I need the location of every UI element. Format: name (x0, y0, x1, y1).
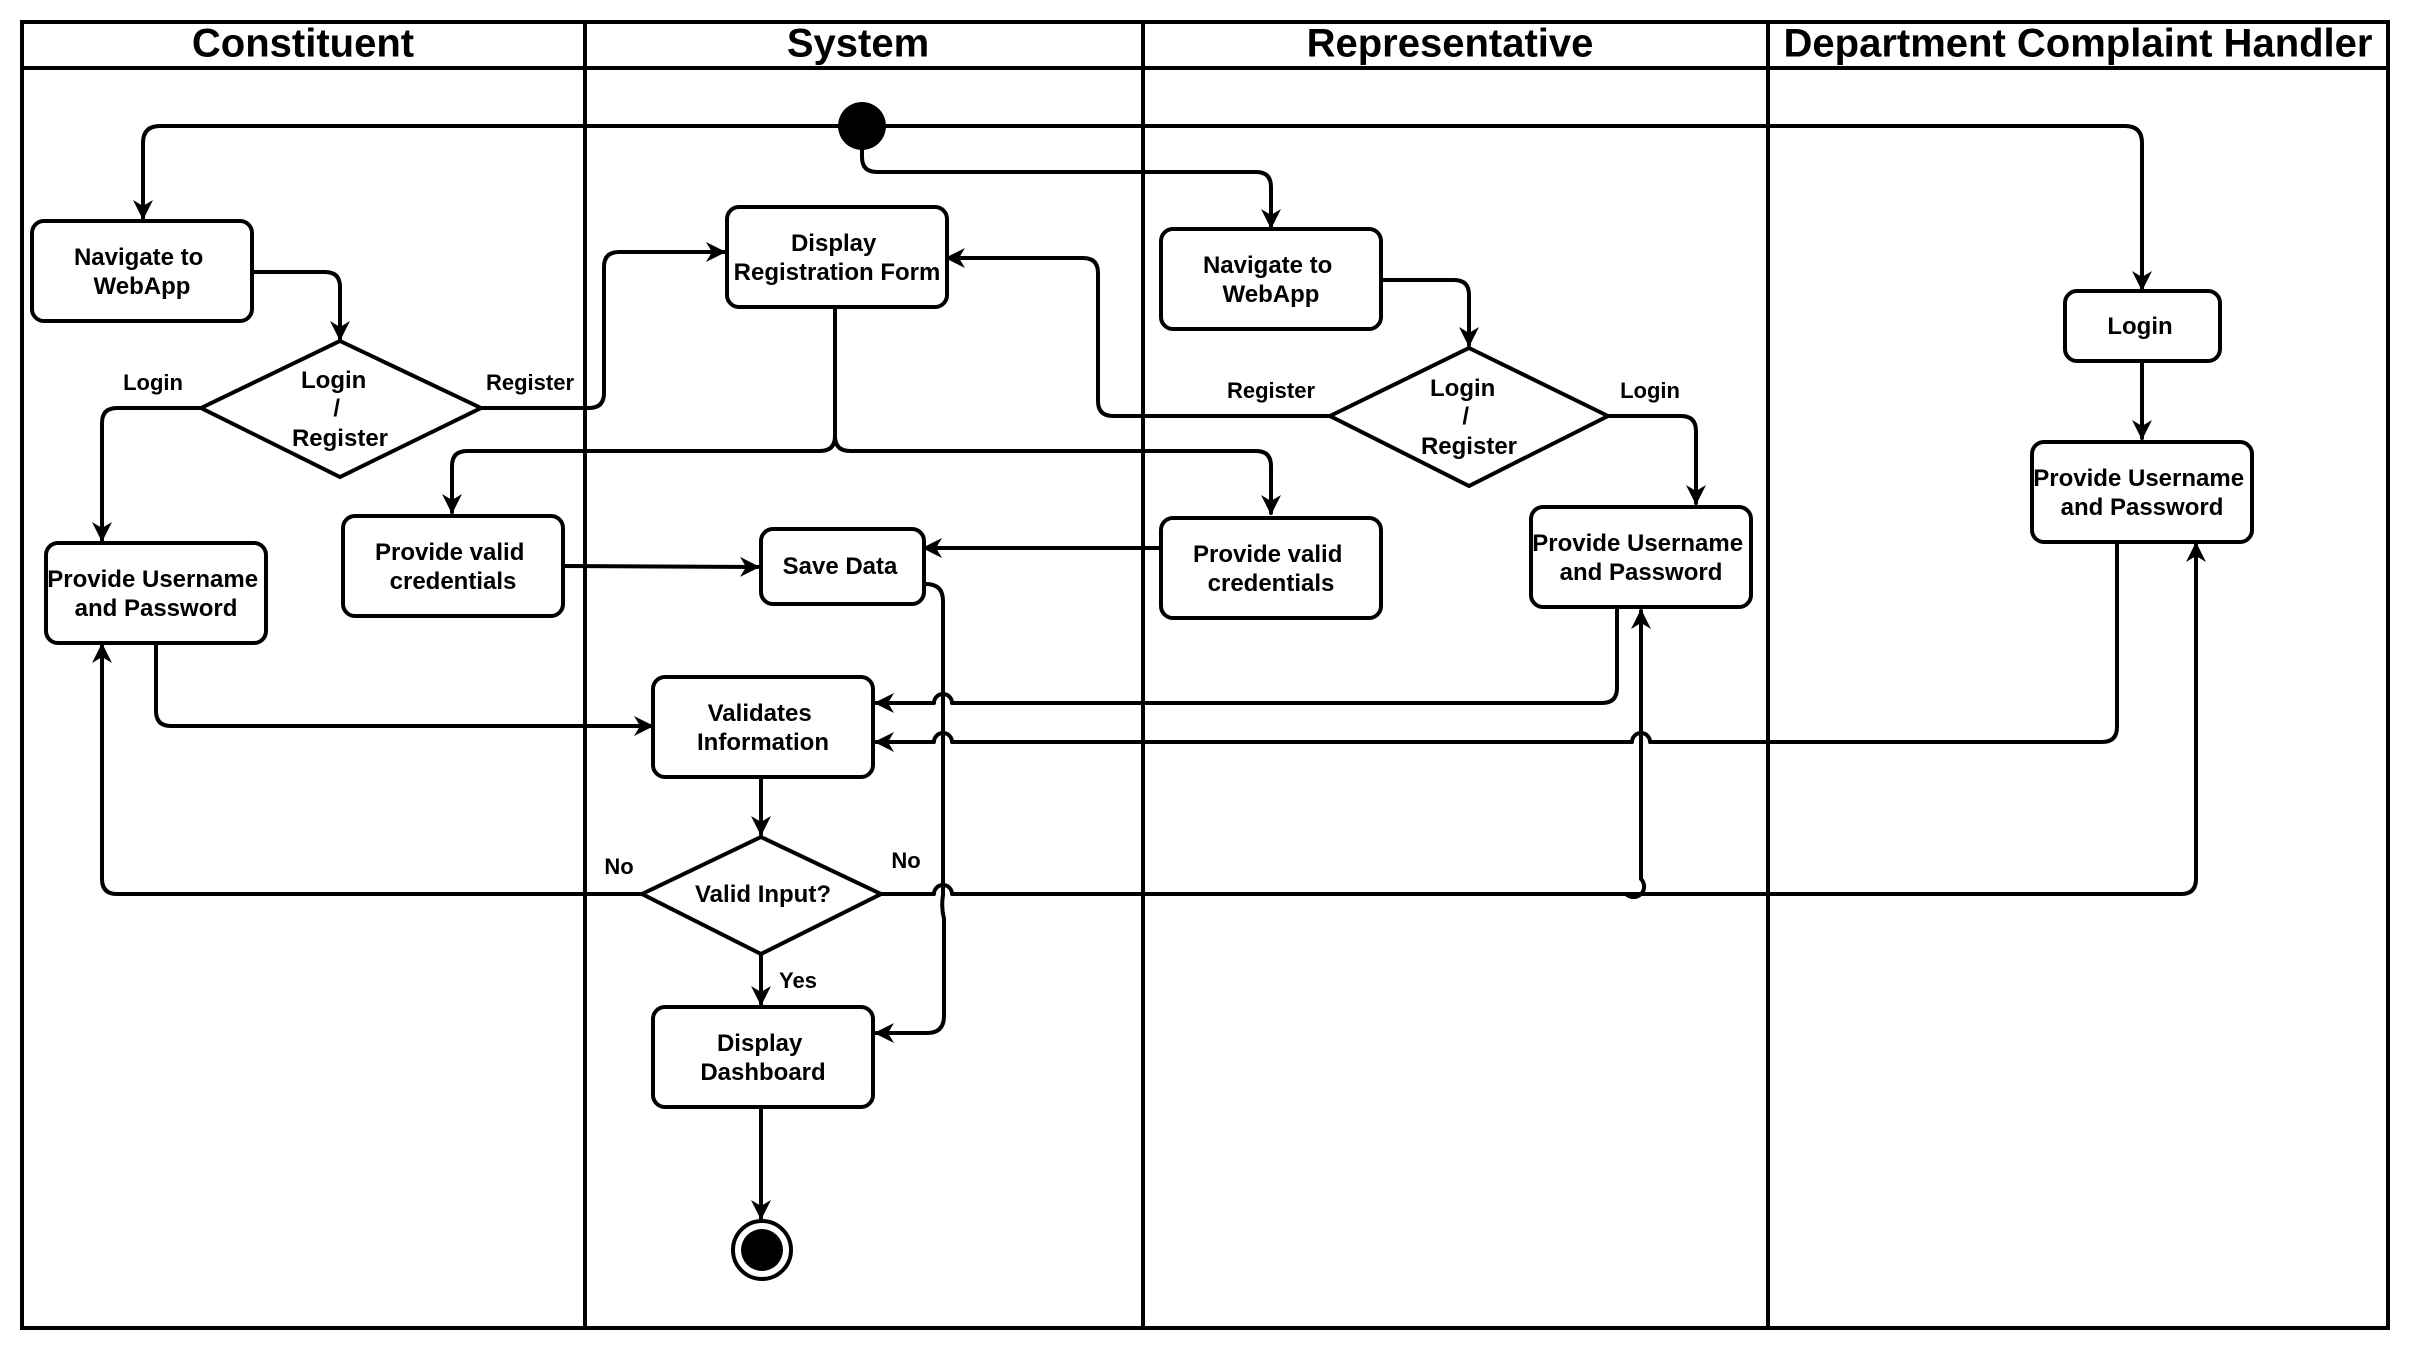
node-r-provide-up-line-2: and Password (1560, 559, 1723, 586)
edge-start-to-handler-login (878, 124, 2152, 291)
edge-save-to-dashboard (874, 582, 946, 1043)
node-r-decision-line-2: / (1462, 403, 1469, 430)
edge-representative-login (1606, 414, 1706, 505)
node-shape-r-decision (1325, 345, 1613, 489)
node-shape-c-provide-cred (341, 514, 565, 618)
node-s-dashboard: Display Dashboard (700, 1030, 825, 1086)
edge-representative-register (945, 248, 1332, 418)
node-h-provide-up-line-2: and Password (2061, 494, 2224, 521)
node-c-decision: Login / Register (292, 367, 388, 452)
node-shape-c-decision (196, 338, 486, 480)
node-s-display-reg-line-1: Display (791, 230, 877, 257)
node-shape-s-validate (651, 675, 875, 779)
node-s-validate-line-1: Validates (708, 700, 812, 727)
edge-registration-form-to-representative (833, 434, 1281, 515)
node-shape-h-login (2063, 289, 2222, 363)
node-r-provide-up: Provide Username and Password (1532, 530, 1749, 586)
edges (92, 124, 2206, 1220)
lane-title-system: System (787, 22, 929, 66)
edge-label-c-register: Register (486, 370, 574, 395)
edge-start-to-constituent-navigate (133, 124, 842, 220)
edge-label-no-left: No (604, 854, 633, 879)
node-s-validate: Validates Information (697, 700, 829, 756)
edge-labels: Login Register Register Login No No Yes (123, 370, 1680, 993)
node-h-provide-up: Provide Username and Password (2033, 465, 2250, 521)
edge-constituent-credentials-to-validate (154, 640, 654, 736)
node-s-dashboard-line-2: Dashboard (700, 1059, 825, 1086)
node-r-decision: Login / Register (1421, 375, 1517, 460)
node-shape-r-provide-cred (1159, 516, 1383, 620)
node-shape-s-dashboard (651, 1005, 875, 1109)
edge-handler-credentials-to-validate (874, 539, 2119, 752)
node-c-provide-up-line-2: and Password (75, 595, 238, 622)
edge-representative-credentials-to-validate (874, 606, 1619, 713)
edge-label-c-login: Login (123, 370, 183, 395)
nodes (30, 205, 2254, 1109)
node-r-provide-cred-line-1: Provide valid (1193, 541, 1342, 568)
node-c-decision-line-1: Login (301, 367, 366, 394)
node-s-save: Save Data (783, 553, 898, 580)
node-r-navigate-line-1: Navigate to (1203, 252, 1332, 279)
edge-label-yes: Yes (779, 968, 817, 993)
node-shape-r-provide-up (1529, 505, 1753, 609)
node-c-navigate-line-1: Navigate to (74, 244, 203, 271)
node-h-provide-up-line-1: Provide Username (2033, 465, 2244, 492)
lane-title-department-complaint-handler: Department Complaint Handler (1784, 22, 2373, 66)
node-r-provide-up-line-1: Provide Username (1532, 530, 1743, 557)
node-c-provide-cred: Provide valid credentials (375, 539, 531, 595)
edge-constituent-login (92, 406, 203, 542)
node-shape-s-save (759, 527, 926, 606)
edge-valid-no-to-handler (1624, 542, 2206, 896)
node-c-navigate: Navigate to WebApp (74, 244, 210, 300)
node-s-display-reg-line-2: Registration Form (734, 259, 941, 286)
node-r-provide-cred-line-2: credentials (1208, 570, 1335, 597)
node-r-decision-line-1: Login (1430, 375, 1495, 402)
node-c-provide-cred-line-1: Provide valid (375, 539, 524, 566)
node-labels: Navigate to WebApp Login / Register Prov… (47, 230, 2250, 1086)
node-c-navigate-line-2: WebApp (94, 273, 191, 300)
edge-constituent-register (479, 242, 726, 410)
node-s-dashboard-line-1: Display (717, 1030, 803, 1057)
edge-label-r-login: Login (1620, 378, 1680, 403)
edge-start-to-representative-navigate (860, 148, 1281, 229)
lane-title-representative: Representative (1307, 22, 1594, 66)
node-r-provide-cred: Provide valid credentials (1193, 541, 1349, 597)
node-c-decision-line-2: / (333, 395, 340, 422)
node-c-provide-up: Provide Username and Password (47, 566, 264, 622)
node-shape-r-navigate (1159, 227, 1383, 331)
edge-label-no-right: No (891, 848, 920, 873)
node-shape-c-navigate (30, 219, 254, 323)
end-node (731, 1219, 793, 1281)
node-shape-h-provide-up (2030, 440, 2254, 544)
node-c-provide-up-line-1: Provide Username (47, 566, 258, 593)
edge-valid-no-to-representative (879, 609, 1651, 900)
node-h-login: Login (2107, 313, 2172, 340)
node-shape-s-display-reg (725, 205, 949, 309)
node-r-navigate-line-2: WebApp (1223, 281, 1320, 308)
edge-constituent-navigate-to-decision (250, 270, 350, 341)
start-node (838, 102, 886, 150)
edge-valid-no-to-constituent (92, 643, 644, 896)
node-s-valid-input: Valid Input? (695, 881, 831, 908)
edge-label-r-register: Register (1227, 378, 1315, 403)
node-shape-s-valid-input (637, 834, 886, 957)
edge-representative-navigate-to-decision (1379, 278, 1479, 347)
node-shape-c-provide-up (44, 541, 268, 645)
node-c-decision-line-3: Register (292, 425, 388, 452)
node-s-display-reg: Display Registration Form (734, 230, 941, 286)
swimlane-frame (20, 20, 2390, 1330)
edge-constituent-credentials-to-save (561, 556, 760, 577)
node-s-validate-line-2: Information (697, 729, 829, 756)
lane-title-constituent: Constituent (192, 22, 414, 66)
node-r-navigate: Navigate to WebApp (1203, 252, 1339, 308)
node-r-decision-line-3: Register (1421, 433, 1517, 460)
node-c-provide-cred-line-2: credentials (390, 568, 517, 595)
